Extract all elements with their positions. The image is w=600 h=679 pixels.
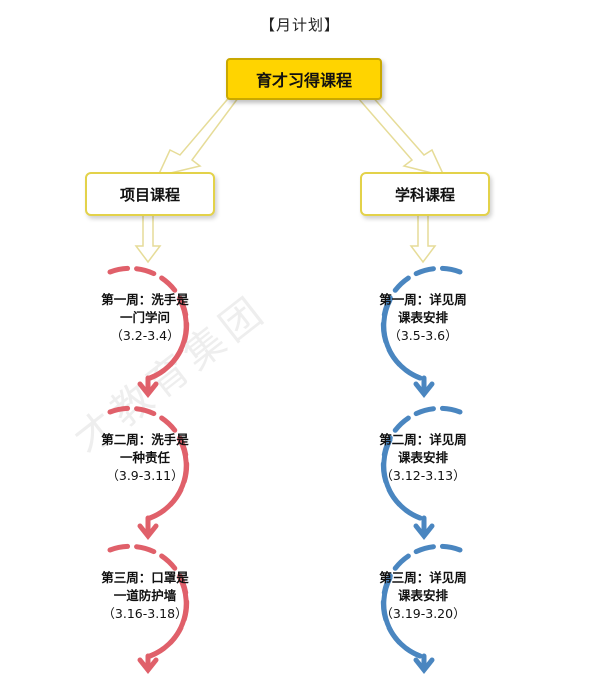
subject-week2-range: （3.12-3.13） bbox=[380, 468, 466, 483]
project-week2-node: 第二周：洗手是 一种责任 （3.9-3.11） bbox=[90, 431, 200, 485]
subject-week3-title: 第三周：详见周 bbox=[379, 570, 467, 585]
project-week1-node: 第一周：洗手是 一门学问 （3.2-3.4） bbox=[90, 291, 200, 345]
subject-week2-solid-arc bbox=[381, 437, 423, 521]
root-node-label: 育才习得课程 bbox=[255, 71, 352, 90]
left-branch-down-arrow bbox=[134, 213, 162, 264]
project-week3-solid-arc bbox=[147, 575, 189, 659]
page-title: 【月计划】 bbox=[259, 16, 340, 34]
subject-week2-node: 第二周：详见周 课表安排 （3.12-3.13） bbox=[368, 431, 478, 485]
project-week3-range: （3.16-3.18） bbox=[102, 606, 188, 621]
subject-arrowhead-1 bbox=[413, 381, 435, 399]
subject-week3-solid-arc bbox=[381, 575, 423, 659]
subject-week3-range: （3.19-3.20） bbox=[380, 606, 466, 621]
subject-arrowhead-3 bbox=[413, 657, 435, 675]
root-to-right-arrow bbox=[356, 93, 446, 178]
subject-arrowhead-2 bbox=[413, 523, 435, 541]
project-week2-title: 第二周：洗手是 bbox=[101, 432, 189, 447]
project-course-node: 项目课程 bbox=[85, 172, 215, 216]
project-week1-title: 第一周：洗手是 bbox=[101, 292, 189, 307]
subject-week1-subtitle: 课表安排 bbox=[397, 310, 448, 325]
subject-week2-title: 第二周：详见周 bbox=[379, 432, 467, 447]
project-arrowhead-3 bbox=[137, 657, 159, 675]
project-course-label: 项目课程 bbox=[119, 185, 180, 204]
project-week2-range: （3.9-3.11） bbox=[106, 468, 184, 483]
subject-week1-node: 第一周：详见周 课表安排 （3.5-3.6） bbox=[368, 291, 478, 345]
project-week3-subtitle: 一道防护墙 bbox=[113, 588, 177, 603]
project-week2-subtitle: 一种责任 bbox=[119, 450, 170, 465]
subject-week1-title: 第一周：详见周 bbox=[379, 292, 467, 307]
project-week3-node: 第三周：口罩是 一道防护墙 （3.16-3.18） bbox=[90, 569, 200, 623]
project-week3-title: 第三周：口罩是 bbox=[101, 570, 189, 585]
subject-week1-range: （3.5-3.6） bbox=[388, 328, 458, 343]
root-node: 育才习得课程 bbox=[226, 58, 382, 100]
project-week1-solid-arc bbox=[147, 297, 189, 381]
subject-week3-node: 第三周：详见周 课表安排 （3.19-3.20） bbox=[368, 569, 478, 623]
project-week2-solid-arc bbox=[147, 437, 189, 521]
project-week1-subtitle: 一门学问 bbox=[119, 310, 170, 325]
right-branch-down-arrow bbox=[409, 213, 437, 264]
project-arrowhead-2 bbox=[137, 523, 159, 541]
project-arrowhead-1 bbox=[137, 381, 159, 399]
subject-course-label: 学科课程 bbox=[394, 185, 455, 204]
subject-course-node: 学科课程 bbox=[360, 172, 490, 216]
root-to-left-arrow bbox=[156, 89, 245, 178]
subject-week3-subtitle: 课表安排 bbox=[397, 588, 448, 603]
project-week1-range: （3.2-3.4） bbox=[110, 328, 180, 343]
subject-week1-solid-arc bbox=[381, 297, 423, 381]
subject-week2-subtitle: 课表安排 bbox=[397, 450, 448, 465]
